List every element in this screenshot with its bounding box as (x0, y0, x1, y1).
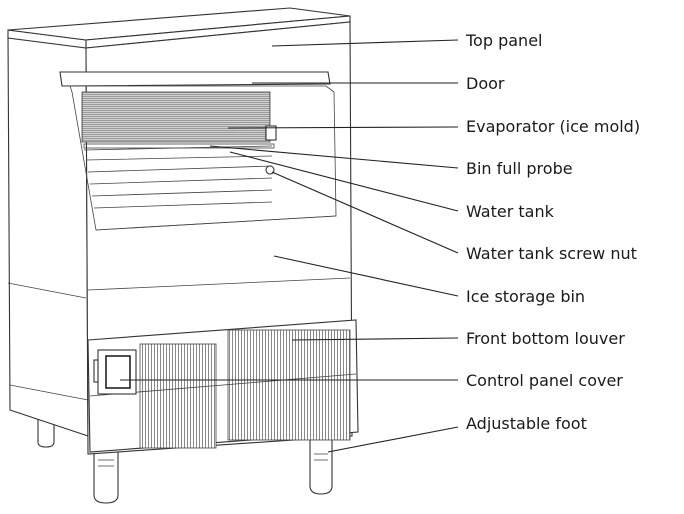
label-door: Door (466, 74, 505, 93)
leader-ice-storage-bin (273, 255, 459, 297)
leader-front-bottom-louver (291, 337, 459, 341)
label-ice-storage-bin: Ice storage bin (466, 287, 585, 306)
leader-water-tank-screw-nut (271, 171, 459, 254)
label-adjustable-foot: Adjustable foot (466, 414, 587, 433)
label-evaporator: Evaporator (ice mold) (466, 117, 640, 136)
leader-evaporator (227, 126, 459, 129)
leader-adjustable-foot (327, 426, 459, 453)
label-water-tank-screw-nut: Water tank screw nut (466, 244, 637, 263)
leader-top-panel (271, 39, 459, 47)
callout-labels: Top panel Door Evaporator (ice mold) Bin… (465, 31, 640, 433)
leader-bin-full-probe (209, 145, 459, 169)
leader-water-tank (229, 151, 459, 212)
label-water-tank: Water tank (466, 202, 555, 221)
leader-lines (120, 39, 459, 453)
machine-illustration (7, 7, 359, 504)
label-front-bottom-louver: Front bottom louver (466, 329, 625, 348)
label-control-panel-cover: Control panel cover (466, 371, 623, 390)
adjustable-foot-drawings (37, 409, 333, 504)
label-top-panel: Top panel (465, 31, 542, 50)
label-bin-full-probe: Bin full probe (466, 159, 573, 178)
